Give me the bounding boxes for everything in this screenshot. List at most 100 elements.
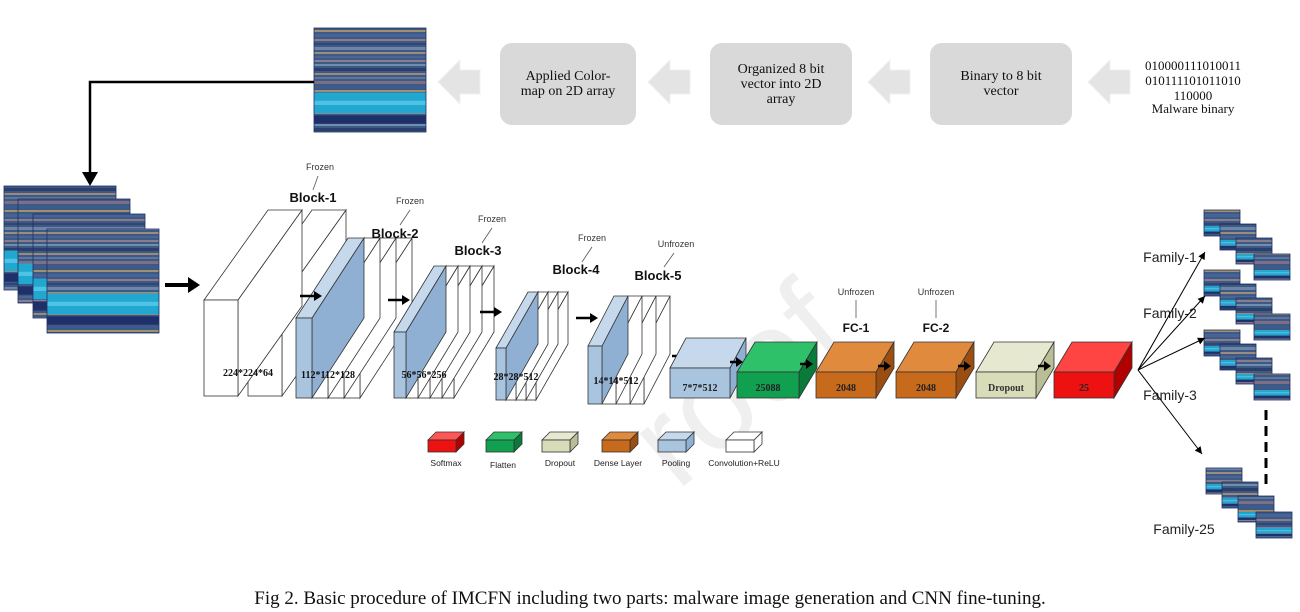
- malware-image-light-band: [1254, 332, 1290, 334]
- pipeline-arrows: [437, 58, 1131, 106]
- layer-dense-layer: [895, 340, 975, 400]
- family-image: [1255, 511, 1293, 539]
- legend-label: Dropout: [545, 458, 576, 468]
- connector-arrow-head: [82, 172, 98, 186]
- legend-label: Dense Layer: [594, 458, 642, 468]
- family-arrow: [1137, 369, 1203, 455]
- malware-image-dark-band: [1254, 275, 1290, 278]
- family-label: Family-3: [1143, 387, 1197, 403]
- malware-binary-bits: 010000111010011 010111101011010 110000: [1144, 58, 1242, 103]
- slab-front: [495, 347, 507, 401]
- malware-image-texture: [47, 229, 159, 333]
- layer-arrow-head: [964, 361, 971, 371]
- slab-front: [657, 439, 687, 453]
- family-image: [1253, 313, 1291, 341]
- malware-image-light-band: [47, 301, 159, 306]
- layer-softmax: [1053, 340, 1133, 400]
- status-tick-line: [663, 252, 675, 268]
- gray-arrow: [1087, 58, 1131, 106]
- slab-front: [203, 299, 239, 397]
- malware-image-dark-band: [47, 316, 159, 325]
- malware-image-border: [1255, 511, 1293, 539]
- slab-front: [541, 439, 571, 453]
- family-stack-25: [1205, 467, 1293, 539]
- layer-size-label: 25088: [756, 383, 781, 394]
- process-box-binary-to-vector-text: Binary to 8 bit vector: [960, 69, 1042, 99]
- layer-arrow-head: [884, 361, 891, 371]
- malware-image-dark-band: [1254, 395, 1290, 398]
- malware-image-light-band: [1256, 530, 1292, 532]
- slab-front: [295, 317, 313, 399]
- input-arrow-head: [188, 277, 200, 293]
- malware-image-texture: [1254, 254, 1290, 280]
- figure-caption: Fig 2. Basic procedure of IMCFN includin…: [254, 588, 1046, 609]
- legend-label: Pooling: [662, 458, 691, 468]
- malware-image-light-band: [1254, 272, 1290, 274]
- status-tick-line: [581, 246, 593, 263]
- slab-front: [587, 345, 603, 405]
- block-name-label: Block-4: [553, 262, 601, 277]
- malware-image-border: [1253, 253, 1291, 281]
- block-dims-label: 14*14*512: [594, 376, 639, 387]
- slab-front: [815, 371, 877, 399]
- legend-swatch: [427, 431, 465, 453]
- family-arrow-head: [1194, 446, 1202, 454]
- block-name-label: Block-5: [635, 268, 682, 283]
- gray-arrow: [437, 58, 481, 106]
- block-dims-label: 224*224*64: [223, 368, 273, 379]
- slab-front: [725, 439, 755, 453]
- process-box-organize-2d: Organized 8 bit vector into 2D array: [710, 43, 852, 125]
- pooling-layer: [587, 295, 629, 405]
- pooling-layer: [393, 264, 447, 400]
- layer-size-label: 25: [1079, 383, 1089, 394]
- malware-image-stack: [3, 185, 160, 334]
- layer-arrow-head: [806, 359, 813, 369]
- family-label: Family-25: [1153, 521, 1215, 537]
- status-tick-line: [399, 209, 411, 226]
- legend-swatch: [485, 431, 523, 453]
- layer-arrow-head: [736, 357, 743, 367]
- malware-image-light-band: [1254, 392, 1290, 394]
- block-dims-label: 56*56*256: [402, 370, 447, 381]
- layer-arrow-head: [1044, 361, 1051, 371]
- layer-pooling: [669, 337, 747, 399]
- slab-front: [393, 331, 407, 399]
- malware-image-dark-band: [314, 115, 426, 124]
- slab-front: [427, 439, 457, 453]
- malware-image: [313, 27, 427, 133]
- slab-front: [669, 367, 731, 399]
- process-box-colormap: Applied Color- map on 2D array: [500, 43, 636, 125]
- pooling-layer: [295, 236, 365, 400]
- malware-image-stack-layer: [46, 228, 160, 334]
- block-dims-label: 112*112*128: [301, 370, 355, 381]
- family-stack-3: [1203, 329, 1291, 401]
- legend-swatch: [657, 431, 695, 453]
- block-name-label: Block-1: [290, 190, 337, 205]
- legend-swatch: [725, 431, 763, 453]
- gray-arrow: [647, 58, 691, 106]
- family-stack-2: [1203, 269, 1291, 341]
- family-stack-1: [1203, 209, 1291, 281]
- layer-size-label: Dropout: [988, 383, 1025, 394]
- conv-layer: [203, 208, 303, 398]
- slab-front: [895, 371, 957, 399]
- slab-front: [485, 439, 515, 453]
- malware-image-texture: [314, 28, 426, 132]
- block-arrow-head: [402, 295, 410, 305]
- block-status-label: Frozen: [578, 233, 606, 243]
- malware-image-light-band: [314, 100, 426, 105]
- legend-label: Softmax: [430, 458, 462, 468]
- legend-label: Flatten: [490, 460, 516, 470]
- process-box-colormap-text: Applied Color- map on 2D array: [520, 69, 616, 99]
- process-box-organize-2d-text: Organized 8 bit vector into 2D array: [737, 61, 825, 107]
- malware-image-dark-band: [1256, 533, 1292, 536]
- block-arrow-head: [314, 291, 322, 301]
- malware-image-border: [313, 27, 427, 133]
- block-name-label: Block-3: [455, 243, 502, 258]
- slab-front: [736, 371, 800, 399]
